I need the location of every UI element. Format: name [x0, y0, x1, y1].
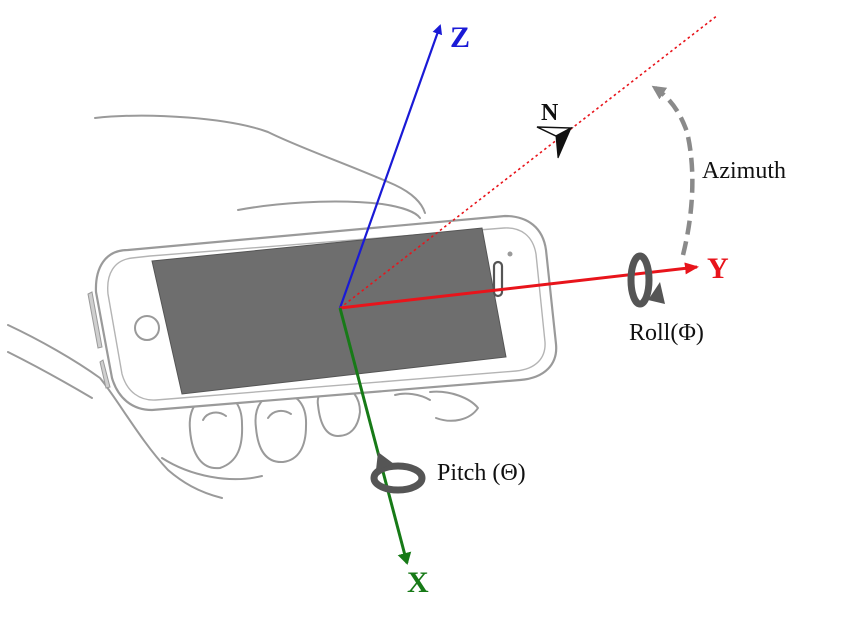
- phone-speaker: [492, 260, 504, 298]
- z-axis-arrow: [338, 24, 443, 309]
- phone-sketch: [87, 214, 558, 412]
- north-label: N: [541, 100, 559, 126]
- pitch-rotation-icon: [370, 452, 426, 494]
- phone-screen: [151, 227, 507, 395]
- y-axis-arrow: [339, 262, 699, 310]
- x-axis-arrow: [338, 307, 412, 565]
- x-axis-label: X: [407, 566, 429, 599]
- azimuth-arrow: [651, 85, 695, 256]
- azimuth-label: Azimuth: [702, 158, 786, 184]
- roll-label: Roll(Φ): [629, 320, 704, 346]
- z-axis-label: Z: [450, 21, 470, 54]
- compass-needle-icon: [536, 126, 574, 159]
- roll-rotation-icon: [627, 252, 665, 308]
- pitch-label: Pitch (Θ): [437, 460, 526, 486]
- phone-home-button: [134, 315, 160, 341]
- y-axis-label: Y: [707, 252, 729, 285]
- hand-sketch: [7, 114, 479, 499]
